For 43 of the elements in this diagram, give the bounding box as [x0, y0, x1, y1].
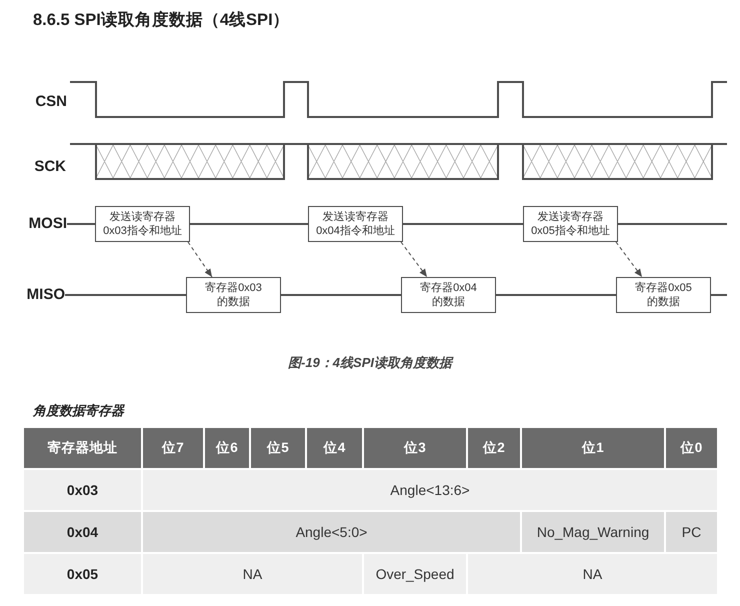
data-box: 寄存器0x04的数据 — [401, 277, 496, 313]
signal-label: MISO — [26, 286, 65, 304]
signal-line — [281, 294, 401, 296]
table-cell: No_Mag_Warning — [522, 512, 664, 552]
dashed-arrow — [616, 242, 642, 278]
signal-line — [190, 223, 308, 225]
header-cell: 位2 — [468, 428, 520, 468]
signal-line — [618, 223, 727, 225]
table-title: 角度数据寄存器 — [33, 402, 124, 420]
header-cell: 位6 — [205, 428, 249, 468]
table-cell: PC — [666, 512, 717, 552]
heading: 8.6.5 SPI读取角度数据（4线SPI） — [33, 10, 290, 31]
signal-label: MOSI — [28, 215, 67, 233]
table-cell: 0x04 — [24, 512, 141, 552]
signal-line — [403, 223, 523, 225]
signal-line — [711, 294, 727, 296]
header-cell: 位7 — [143, 428, 203, 468]
header-cell: 位1 — [522, 428, 664, 468]
dashed-arrow — [188, 242, 212, 278]
dashed-arrow — [400, 242, 428, 278]
command-box: 发送读寄存器0x03指令和地址 — [95, 206, 190, 242]
signal-line — [67, 223, 95, 225]
command-box: 发送读寄存器0x05指令和地址 — [523, 206, 618, 242]
signal-label: SCK — [34, 158, 66, 176]
data-box: 寄存器0x03的数据 — [186, 277, 281, 313]
table-cell: NA — [468, 554, 717, 594]
figure-caption: 图-19：4线SPI读取角度数据 — [288, 354, 452, 372]
table-cell: Over_Speed — [364, 554, 466, 594]
header-cell: 位4 — [307, 428, 362, 468]
header-cell: 寄存器地址 — [24, 428, 141, 468]
table-cell: Angle<5:0> — [143, 512, 520, 552]
signal-label: CSN — [35, 93, 67, 111]
table-cell: NA — [143, 554, 362, 594]
header-cell: 位5 — [251, 428, 305, 468]
command-box: 发送读寄存器0x04指令和地址 — [308, 206, 403, 242]
table-cell: 0x03 — [24, 470, 141, 510]
header-cell: 位0 — [666, 428, 717, 468]
table-cell: Angle<13:6> — [143, 470, 717, 510]
signal-line — [65, 294, 186, 296]
table-cell: 0x05 — [24, 554, 141, 594]
signal-line — [496, 294, 616, 296]
data-box: 寄存器0x05的数据 — [616, 277, 711, 313]
header-cell: 位3 — [364, 428, 466, 468]
